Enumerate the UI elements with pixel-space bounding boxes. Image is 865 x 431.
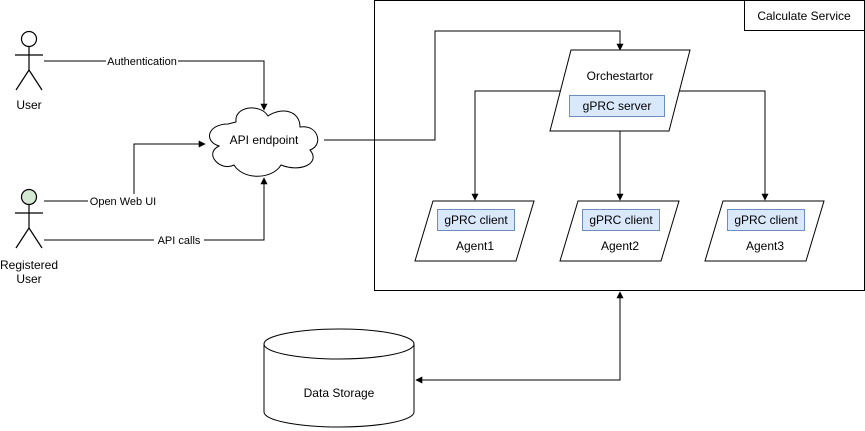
edge-storage-service[interactable] xyxy=(415,291,624,384)
agent1-label: Agent1 xyxy=(456,239,494,253)
edge-api-calls[interactable] xyxy=(44,177,268,241)
edge-orchestrator-to-agent1[interactable] xyxy=(471,90,563,201)
agent2-label: Agent2 xyxy=(601,239,639,253)
edge-api-to-orchestrator[interactable] xyxy=(324,30,624,141)
edge-label-authentication: Authentication xyxy=(107,56,177,68)
registered-user-actor[interactable] xyxy=(15,188,43,249)
calculate-service-title-box xyxy=(744,0,865,31)
data-storage-label: Data Storage xyxy=(304,386,375,400)
registered-user-label-line2: User xyxy=(16,272,41,286)
grpc-server-box[interactable] xyxy=(569,95,665,117)
agent1-grpc-client-box[interactable] xyxy=(437,209,515,231)
agent3-grpc-client-label: gPRC client xyxy=(734,213,798,227)
registered-user-actor-icon xyxy=(20,188,38,206)
agent3-label: Agent3 xyxy=(746,239,784,253)
agent1-grpc-client-label: gPRC client xyxy=(444,213,508,227)
edge-authentication[interactable] xyxy=(44,60,268,111)
agent2-grpc-client-label: gPRC client xyxy=(589,213,653,227)
grpc-server-label: gPRC server xyxy=(583,99,652,113)
orchestrator-node[interactable] xyxy=(549,49,691,132)
registered-user-label-line1: Registered xyxy=(0,258,58,272)
user-actor-label: User xyxy=(16,98,41,112)
agent3-grpc-client-box[interactable] xyxy=(727,209,805,231)
agent2-grpc-client-box[interactable] xyxy=(582,209,660,231)
edge-open-web-ui[interactable] xyxy=(44,140,206,202)
api-endpoint-cloud[interactable] xyxy=(209,107,319,177)
data-storage-node[interactable] xyxy=(263,328,415,428)
api-endpoint-label: API endpoint xyxy=(230,133,299,147)
edge-orchestrator-to-agent3[interactable] xyxy=(677,90,769,201)
edge-label-open-web-ui: Open Web UI xyxy=(90,196,156,208)
calculate-service-title: Calculate Service xyxy=(757,9,851,23)
edge-label-api-calls: API calls xyxy=(158,235,201,247)
user-actor[interactable] xyxy=(15,30,43,91)
user-actor-icon xyxy=(20,30,38,48)
orchestrator-label: Orchestartor xyxy=(587,69,654,83)
